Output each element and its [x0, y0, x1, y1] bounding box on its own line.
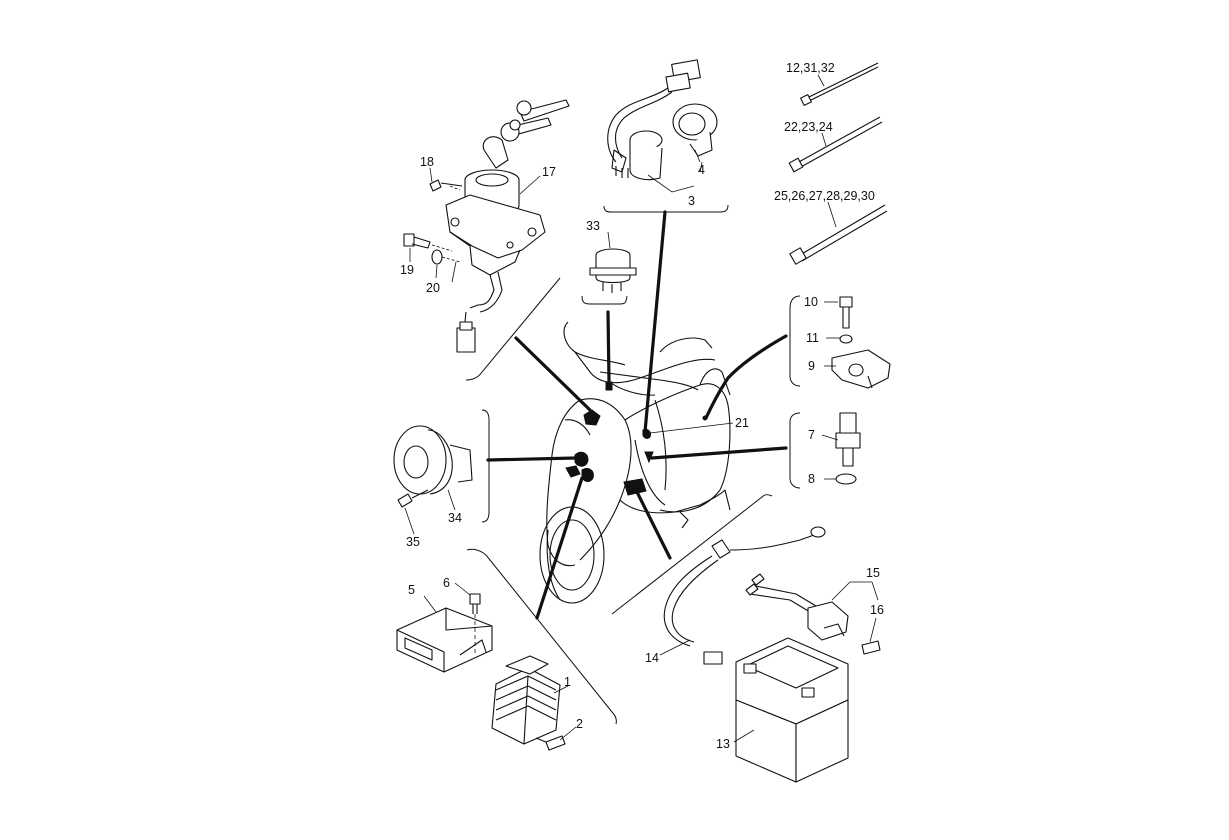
callout-8: 8: [808, 472, 815, 486]
callout-9: 9: [808, 359, 815, 373]
callout-34: 34: [448, 511, 462, 525]
scooter-illustration: [539, 321, 731, 604]
callout-5: 5: [408, 583, 415, 597]
callout-2: 2: [576, 717, 583, 731]
cable-ties-part: [788, 62, 888, 265]
callout-labels: 1 2 3 4 5 6 7 8 9 10 11 12,31,32 13 14 1…: [400, 61, 884, 751]
callout-22-23-24: 22,23,24: [784, 120, 833, 134]
callout-16: 16: [870, 603, 884, 617]
callout-20: 20: [426, 281, 440, 295]
callout-1: 1: [564, 675, 571, 689]
group-boundaries: [465, 204, 801, 725]
sensor-bracket-part: [831, 296, 891, 389]
callout-6: 6: [443, 576, 450, 590]
callout-33: 33: [586, 219, 600, 233]
battery-cable-part: [663, 526, 826, 665]
cable-sensor-part: [607, 59, 718, 193]
callout-7: 7: [808, 428, 815, 442]
callout-11: 11: [806, 331, 819, 345]
callout-13: 13: [716, 737, 730, 751]
callout-19: 19: [400, 263, 414, 277]
callout-3: 3: [688, 194, 695, 208]
callout-15: 15: [866, 566, 880, 580]
ignition-switch-part: [403, 99, 570, 353]
callout-17: 17: [542, 165, 556, 179]
leader-lines: [486, 210, 788, 620]
callout-12-31-32: 12,31,32: [786, 61, 835, 75]
callout-4: 4: [698, 163, 705, 177]
callout-10: 10: [804, 295, 818, 309]
horn-part: [393, 425, 473, 508]
callout-21: 21: [735, 416, 749, 430]
starter-relay-part: [745, 573, 881, 655]
cdi-unit-part: [396, 593, 493, 673]
callout-18: 18: [420, 155, 434, 169]
callout-25-30: 25,26,27,28,29,30: [774, 189, 875, 203]
regulator-part: [491, 655, 566, 751]
temperature-switch-part: [835, 412, 861, 485]
callout-14: 14: [645, 651, 659, 665]
relay-part: [589, 248, 637, 293]
callout-leaders: [404, 74, 879, 743]
callout-35: 35: [406, 535, 420, 549]
battery-part: [735, 637, 849, 783]
